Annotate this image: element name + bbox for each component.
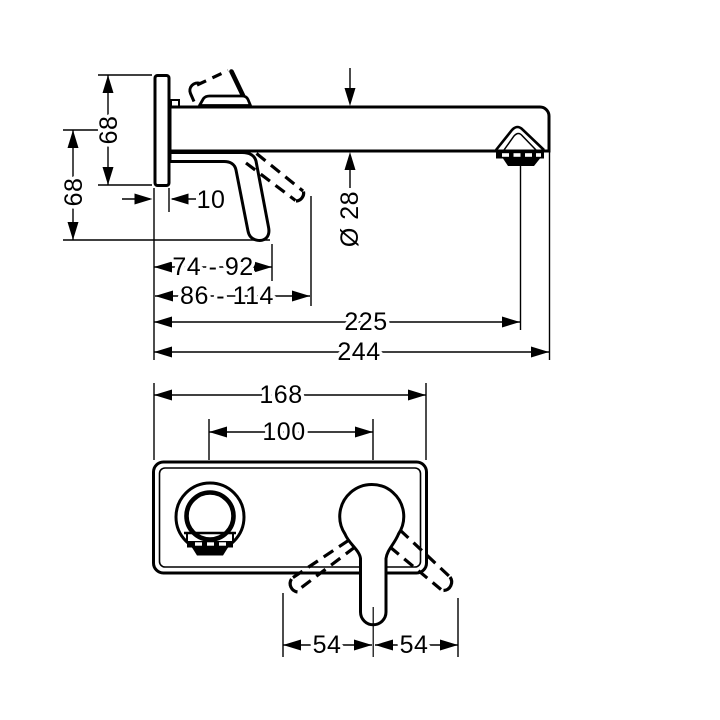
dimensions-side: 68 68 10 Ø: [57, 68, 551, 370]
dim-label-total-projection: 244: [337, 338, 380, 366]
dimension-escutcheon-height: 68: [92, 75, 127, 185]
side-view: 68 68 10 Ø: [57, 68, 551, 370]
dim-label-reach-to-aerator: 225: [344, 308, 387, 336]
dimension-escutcheon-width: 168: [154, 378, 426, 413]
dimension-lever-swing-left: 54: [283, 628, 372, 663]
dimension-spout-diameter: Ø 28: [333, 68, 368, 251]
dim-label-hole-center-distance: 100: [262, 418, 305, 446]
dim-label-lever-swing-left: 54: [313, 631, 342, 659]
dimensions-front: 168 100 54 54: [153, 378, 459, 663]
spout-side: [168, 105, 551, 166]
lever-up-position-dashed: [188, 69, 252, 107]
dimension-lever-swing-right: 54: [375, 628, 458, 663]
dimension-escutcheon-depth: 10: [122, 183, 228, 218]
lever-swing-right-dashed: [388, 528, 454, 593]
aerator: [494, 125, 545, 166]
dim-label-escutcheon-depth: 10: [197, 186, 226, 214]
dimension-hole-center-distance: 100: [209, 415, 373, 450]
lever-swing-left-dashed: [288, 528, 365, 594]
dimension-spout-axis-to-lever-drop: 68: [57, 130, 92, 240]
front-view: 168 100 54 54: [152, 378, 459, 663]
dimension-reach-to-aerator: 225: [154, 305, 520, 340]
dimension-lever-reach-min: 74 - 92: [154, 250, 272, 285]
dim-label-spout-axis-to-lever-drop: 68: [60, 178, 88, 207]
dim-label-lever-reach-max: 86 - 114: [180, 282, 274, 310]
lever-down-position-dashed: [245, 152, 306, 203]
dim-label-escutcheon-height: 68: [95, 116, 123, 145]
dim-label-escutcheon-width: 168: [259, 381, 302, 409]
dim-label-lever-reach-min: 74 - 92: [172, 253, 253, 281]
dimension-total-projection: 244: [154, 335, 549, 370]
dimension-lever-reach-max: 86 - 114: [155, 279, 310, 314]
spout-outlet-front: [174, 481, 246, 556]
dim-label-lever-swing-right: 54: [400, 631, 429, 659]
dim-label-spout-diameter: Ø 28: [336, 191, 364, 247]
lever-front: [338, 482, 406, 657]
